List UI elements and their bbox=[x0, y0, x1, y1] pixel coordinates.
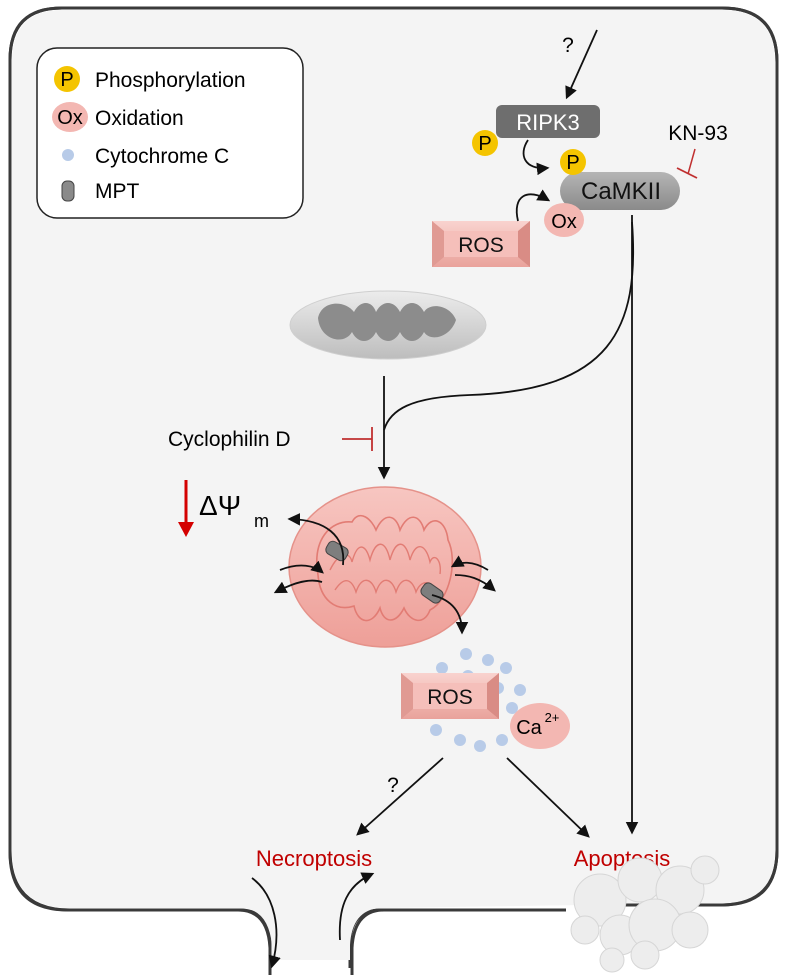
delta-psi-label: ΔΨ bbox=[199, 490, 241, 521]
legend-label-phosphorylation: Phosphorylation bbox=[95, 69, 246, 92]
cell-membrane-outline-right bbox=[350, 908, 566, 975]
damaged-mitochondrion bbox=[288, 486, 482, 648]
ion-flux-left-in bbox=[279, 560, 324, 574]
ripk3-to-camkii-arrow bbox=[522, 139, 550, 176]
ripk3-protein bbox=[496, 105, 600, 138]
camkii-phospho-icon bbox=[560, 149, 586, 175]
legend-label-mpt: MPT bbox=[95, 180, 140, 203]
upstream-arrow bbox=[565, 29, 598, 100]
legend-label-oxidation: Oxidation bbox=[95, 107, 184, 130]
calcium-ion bbox=[510, 703, 570, 749]
cell-membrane-outline bbox=[8, 6, 779, 975]
apoptotic-bodies bbox=[570, 855, 720, 973]
mpt-legend-icon bbox=[61, 180, 75, 202]
camkii-phospho-symbol: P bbox=[566, 152, 579, 174]
calcium-superscript: 2+ bbox=[545, 710, 560, 725]
cyclophilin-d-label: Cyclophilin D bbox=[168, 428, 291, 451]
cytochrome-c-legend-icon bbox=[62, 149, 74, 161]
camkii-label: CaMKII bbox=[581, 178, 661, 205]
ripk3-label: RIPK3 bbox=[516, 110, 580, 135]
mpt-efflux-arrow-bottom bbox=[431, 594, 469, 635]
mpt-channel-right bbox=[420, 582, 444, 604]
oxidation-legend-icon bbox=[52, 102, 88, 132]
upstream-unknown-label: ? bbox=[562, 34, 574, 57]
ros-top-label: ROS bbox=[458, 234, 504, 257]
mpt-efflux-arrow-top bbox=[287, 512, 345, 566]
legend-symbol-p: P bbox=[60, 69, 73, 91]
legend-symbol-ox: Ox bbox=[57, 107, 83, 129]
legend: P Phosphorylation Ox Oxidation Cytochrom… bbox=[36, 47, 304, 219]
ion-flux-left-out bbox=[273, 579, 323, 594]
pore-influx-arrow bbox=[338, 872, 375, 941]
delta-psi-subscript: m bbox=[254, 511, 269, 531]
to-apoptosis-arrow bbox=[506, 757, 590, 838]
ros-bottom: ROS bbox=[401, 673, 499, 719]
membrane-potential-down-arrowhead bbox=[178, 522, 194, 537]
camkii-to-mpt-curve bbox=[383, 221, 635, 431]
phosphorylation-legend-icon bbox=[54, 66, 80, 92]
ion-flux-right-in bbox=[450, 555, 489, 571]
to-necroptosis-arrow bbox=[356, 757, 444, 836]
kn93-inhibit-line bbox=[687, 148, 696, 175]
necroptosis-unknown-label: ? bbox=[387, 774, 399, 797]
legend-box bbox=[36, 47, 304, 219]
healthy-mitochondrion bbox=[289, 290, 487, 360]
ros-bottom-label: ROS bbox=[427, 686, 473, 709]
legend-label-cytochrome-c: Cytochrome C bbox=[95, 145, 229, 168]
kn93-label: KN-93 bbox=[668, 122, 728, 145]
kn93-inhibit-bar bbox=[676, 167, 698, 179]
camkii-oxidation-symbol: Ox bbox=[551, 211, 577, 233]
necroptosis-label: Necroptosis bbox=[256, 846, 372, 871]
ros-top: ROS bbox=[432, 221, 530, 267]
ripk3-phospho-icon bbox=[472, 130, 498, 156]
ion-flux-right-out bbox=[454, 574, 496, 592]
camkii-oxidation-icon bbox=[544, 203, 584, 237]
ros-to-camkii-arrow bbox=[515, 189, 551, 222]
pore-efflux-arrow bbox=[251, 877, 281, 969]
ripk3-phospho-symbol: P bbox=[478, 133, 491, 155]
calcium-label: Ca bbox=[516, 717, 542, 739]
cell-cytoplasm bbox=[12, 10, 775, 960]
camkii-protein bbox=[560, 172, 680, 210]
